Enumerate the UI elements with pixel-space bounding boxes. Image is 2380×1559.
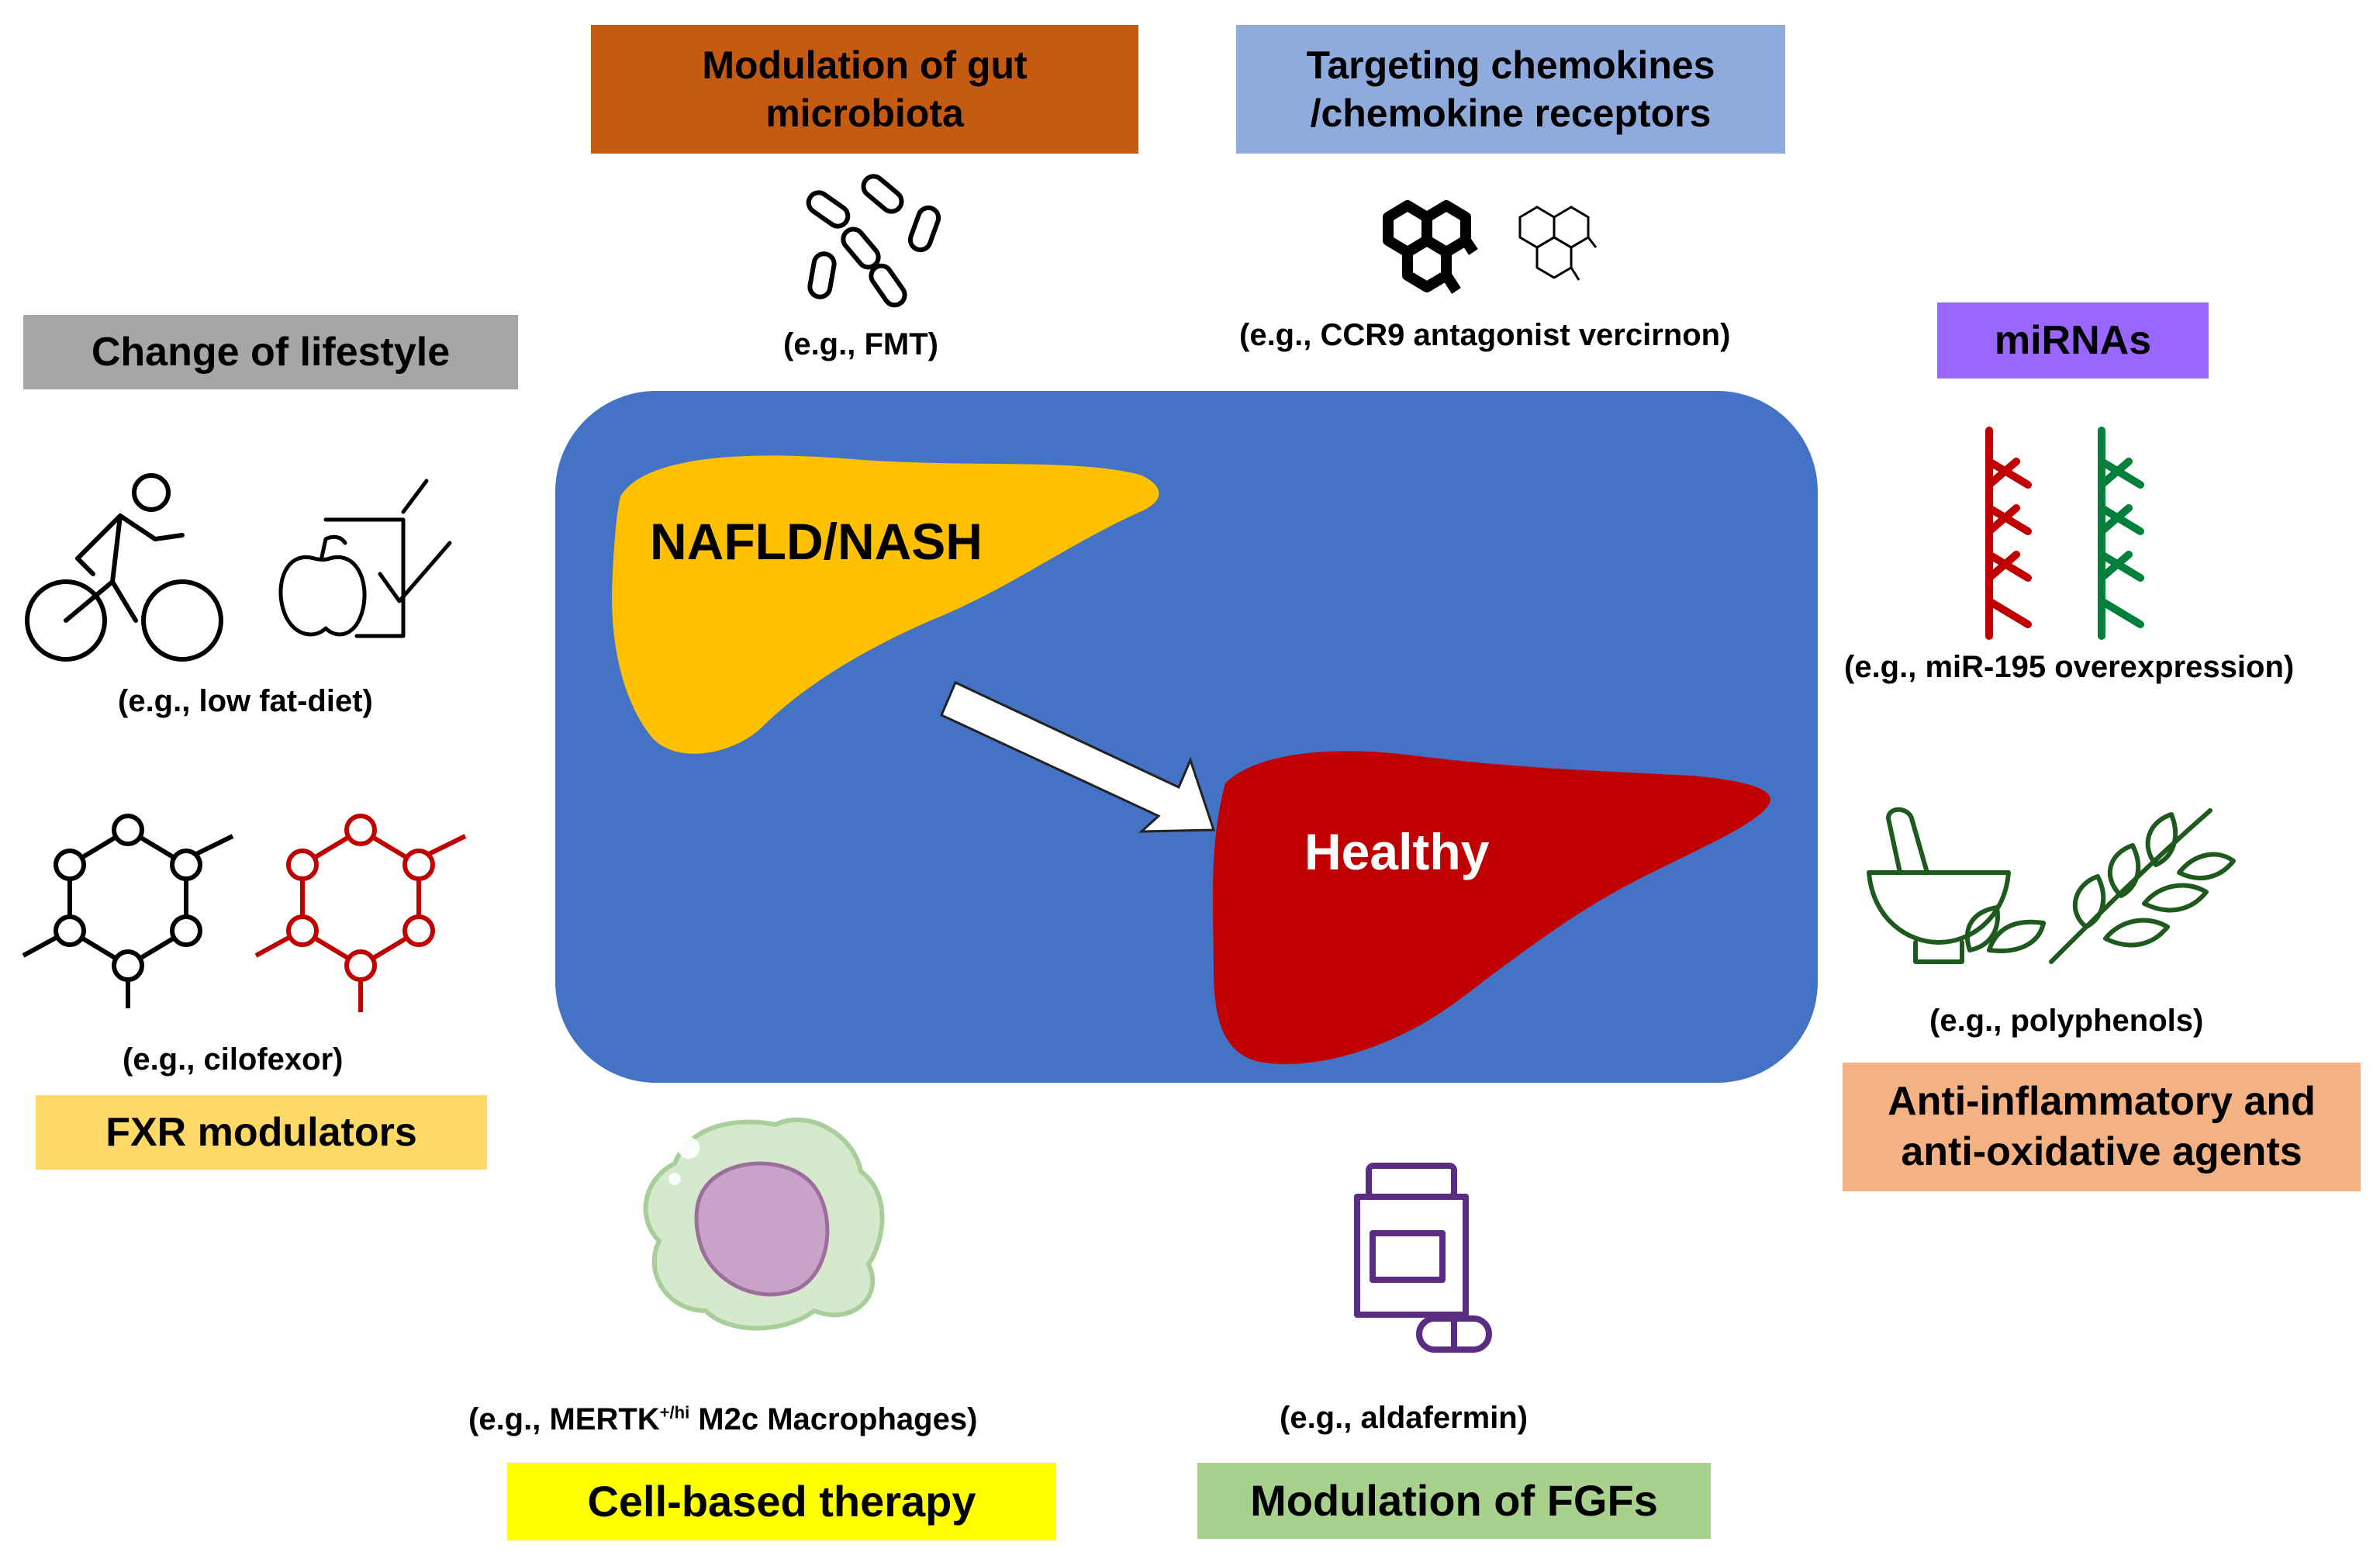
cell-box: Cell-based therapy	[507, 1463, 1056, 1540]
fxr-box: FXR modulators	[36, 1095, 487, 1170]
gut-microbiota-box: Modulation of gut microbiota	[591, 25, 1138, 154]
mirna-box: miRNAs	[1937, 302, 2209, 379]
healthy-label: Healthy	[1304, 823, 1490, 880]
lifestyle-box: Change of lifestyle	[23, 315, 518, 389]
fgf-box: Modulation of FGFs	[1197, 1463, 1711, 1539]
antiox-box: Anti-inflammatory and anti-oxidative age…	[1843, 1063, 2361, 1191]
antiox-title-line1: Anti-inflammatory and	[1888, 1079, 2316, 1124]
gut-microbiota-title: Modulation of gut microbiota	[702, 43, 1028, 136]
cell-example: (e.g., MERTK+/hi M2c Macrophages)	[468, 1402, 977, 1437]
cell-example-pre: (e.g., MERTK	[468, 1402, 660, 1436]
cell-example-sup: +/hi	[659, 1402, 690, 1422]
mortar-herbs-icon	[1867, 807, 2236, 964]
fgf-title: Modulation of FGFs	[1250, 1476, 1658, 1525]
mirna-title: miRNAs	[1994, 317, 2152, 363]
healthy-liver-icon	[1212, 751, 1770, 1064]
chemokines-example: (e.g., CCR9 antagonist vercirnon)	[1239, 318, 1731, 352]
mirna-example: (e.g., miR-195 overexpression)	[1844, 650, 2295, 684]
transition-arrow	[940, 680, 1216, 833]
chemokines-box: Targeting chemokines /chemokine receptor…	[1236, 25, 1785, 154]
cell-example-post: M2c Macrophages)	[689, 1402, 978, 1436]
fxr-molecule-icons	[22, 814, 467, 1012]
bacteria-icon	[806, 174, 941, 308]
lifestyle-example: (e.g., low fat-diet)	[118, 684, 373, 718]
fgf-example: (e.g., aldafermin)	[1280, 1401, 1529, 1435]
macrophage-icon	[643, 1117, 885, 1331]
chemical-structure-icon	[1383, 200, 1598, 294]
rna-strands-icon	[1985, 427, 2144, 640]
lifestyle-title: Change of lifestyle	[91, 329, 451, 375]
disease-label: NAFLD/NASH	[650, 513, 983, 570]
antiox-title-line2: anti-oxidative agents	[1901, 1129, 2302, 1174]
gut-example: (e.g., FMT)	[783, 327, 938, 361]
antiox-example: (e.g., polyphenols)	[1929, 1004, 2204, 1038]
diseased-liver-icon	[612, 455, 1159, 754]
chemokines-title: Targeting chemokines /chemokine receptor…	[1306, 43, 1715, 136]
fxr-example: (e.g., cilofexor)	[123, 1042, 344, 1077]
cycling-icon	[25, 473, 223, 662]
cell-title: Cell-based therapy	[587, 1477, 976, 1526]
fxr-title: FXR modulators	[105, 1109, 417, 1155]
apple-diet-icon	[278, 479, 452, 638]
medicine-bottle-icon	[1354, 1163, 1492, 1353]
